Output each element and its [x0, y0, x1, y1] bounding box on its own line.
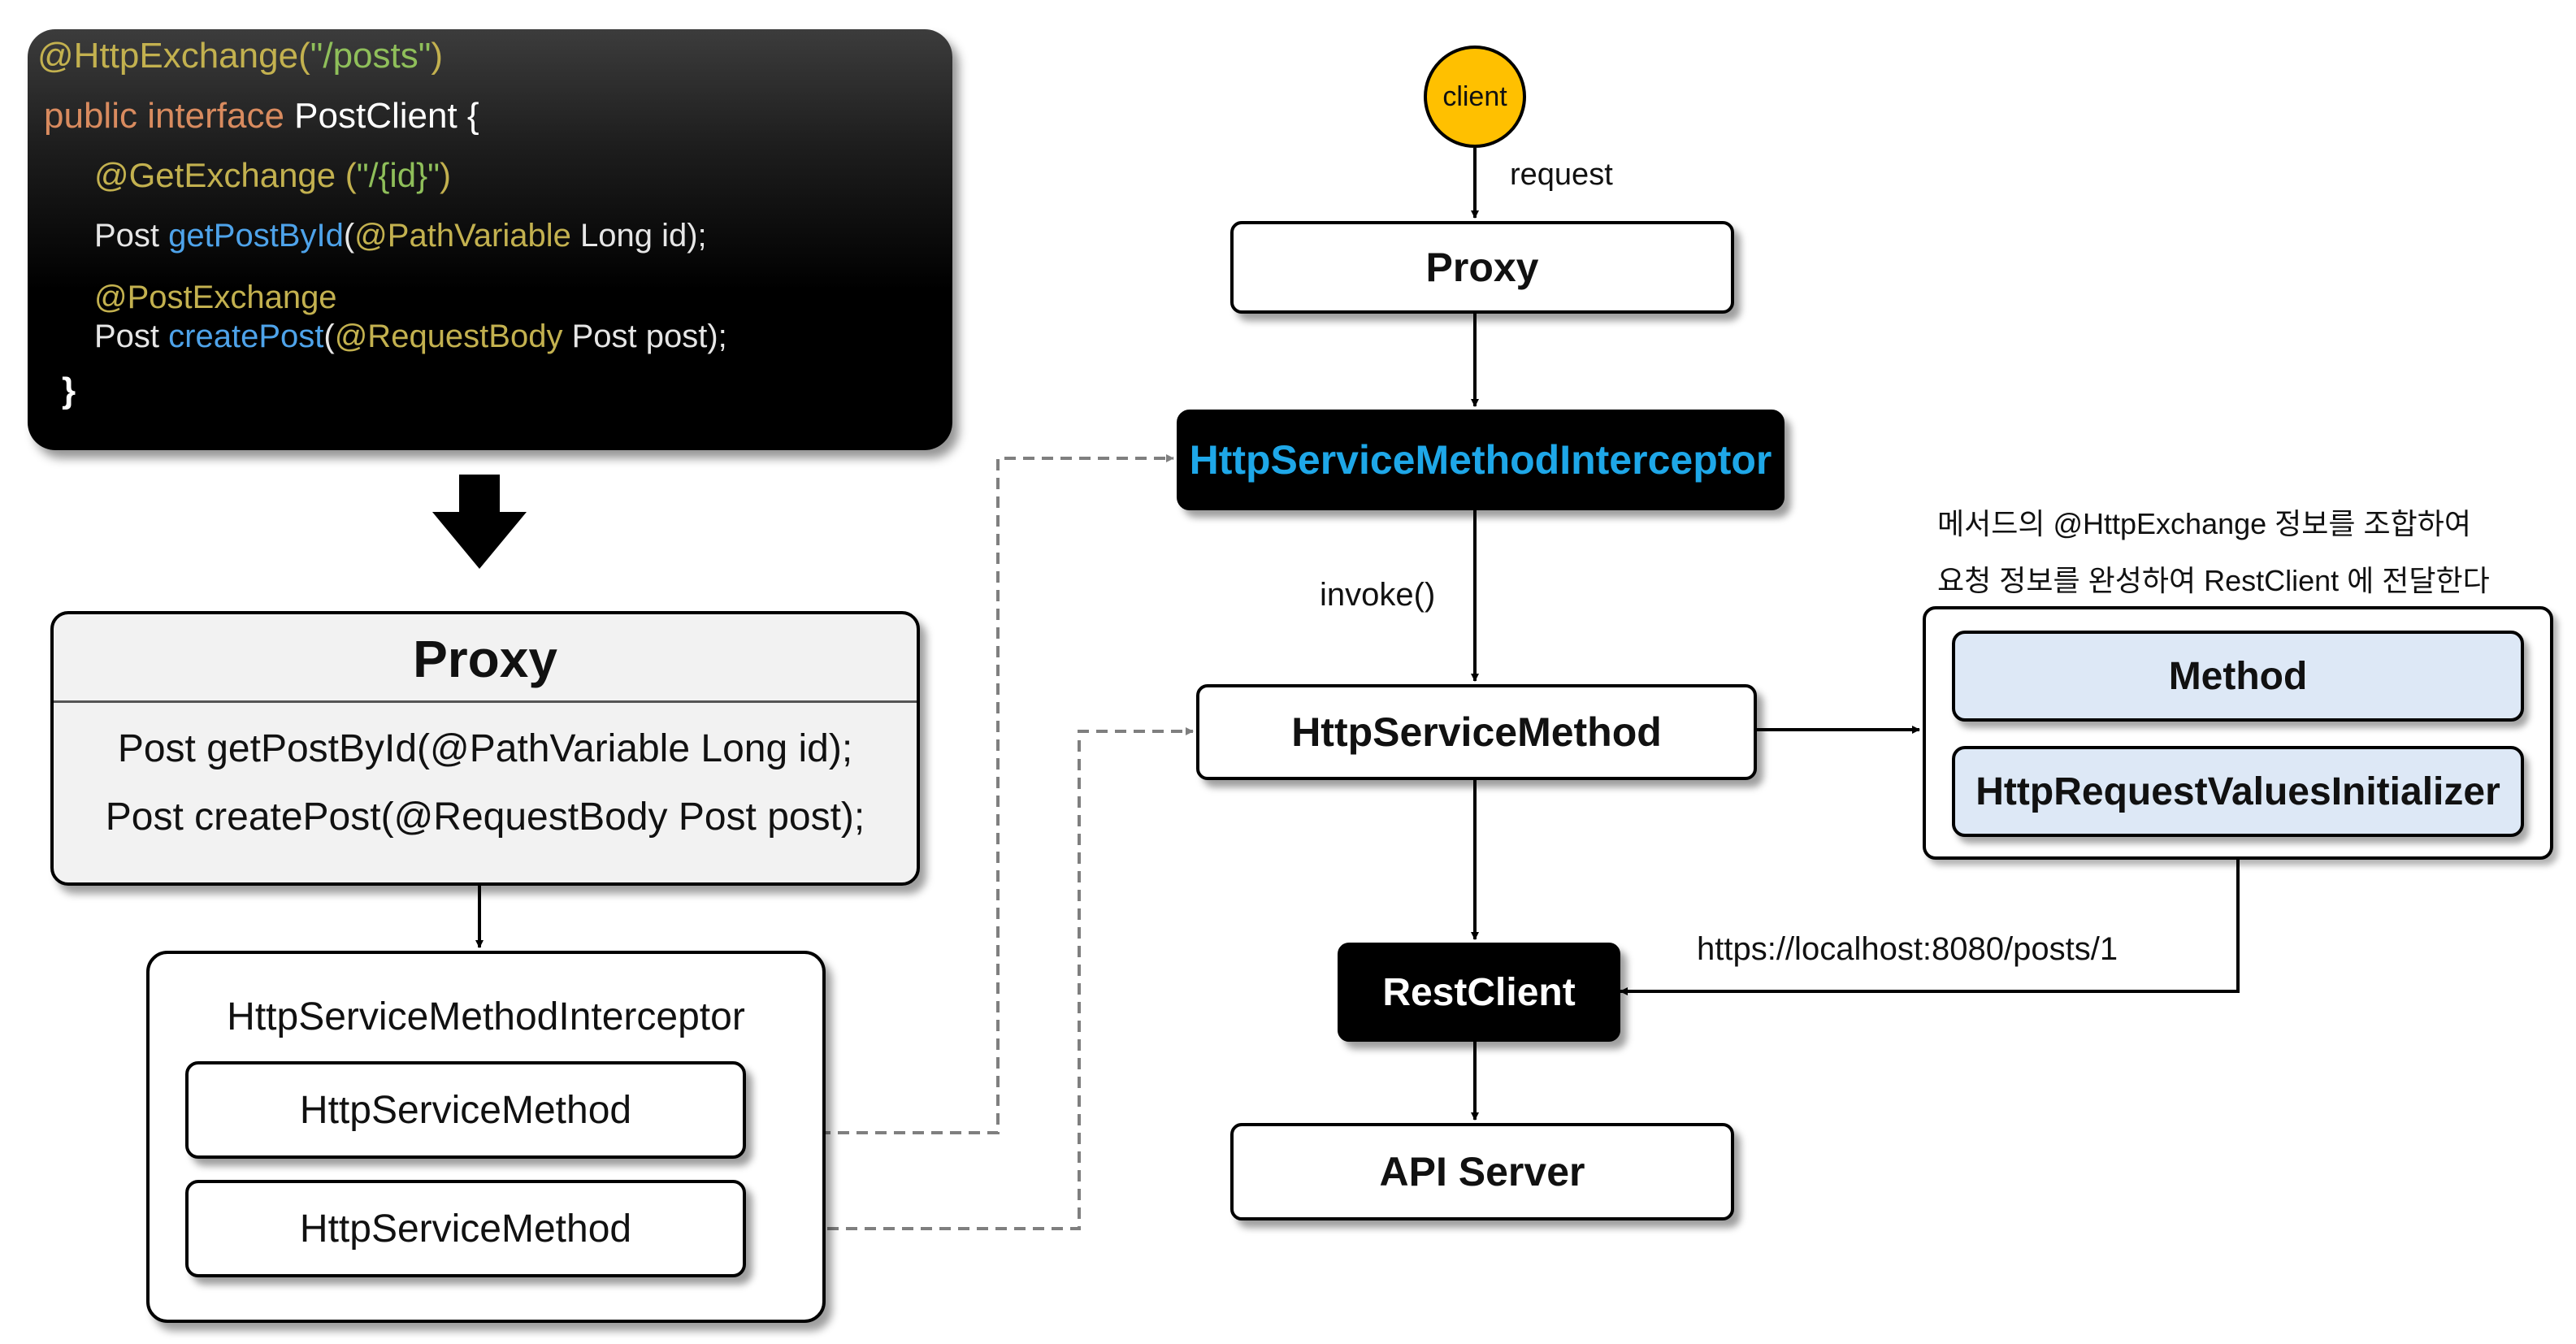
down-arrow-icon: [432, 475, 527, 569]
invoke-label: invoke(): [1320, 577, 1436, 613]
code-string: "/posts": [310, 36, 432, 76]
code-interface-name: PostClient {: [294, 96, 479, 136]
code-string: "/{id}": [356, 156, 440, 194]
code-keyword: public interface: [44, 96, 295, 136]
code-panel: @HttpExchange("/posts") public interface…: [28, 29, 952, 450]
code-line-7: }: [62, 371, 76, 410]
http-service-method-node: HttpServiceMethod: [1196, 684, 1757, 780]
proxy-title: Proxy: [413, 630, 557, 688]
code-annotation: @GetExchange (: [94, 156, 357, 194]
code-line-4: Post getPostById(@PathVariable Long id);: [94, 218, 707, 254]
interceptor-title: HttpServiceMethodInterceptor: [227, 995, 745, 1038]
http-request-values-initializer-box: HttpRequestValuesInitializer: [1952, 746, 2524, 837]
http-service-method-2: HttpServiceMethod: [185, 1180, 746, 1277]
proxy-method-2: Post createPost(@RequestBody Post post);: [105, 796, 865, 839]
api-server-node: API Server: [1230, 1123, 1734, 1220]
code-params: Long id);: [570, 218, 707, 254]
dashed-link-interceptor: [819, 454, 1174, 1134]
arrow-group-to-restclient: [1620, 860, 2240, 995]
code-punct: (: [323, 319, 335, 354]
code-method-name: getPostById: [168, 218, 344, 254]
code-type: Post: [94, 218, 169, 254]
code-annotation: @PathVariable: [354, 218, 571, 254]
code-annotation: @HttpExchange(: [37, 36, 310, 76]
request-label: request: [1510, 158, 1613, 192]
code-params: Post post);: [562, 319, 727, 354]
code-method-name: createPost: [168, 319, 324, 354]
group-note-line-1: 메서드의 @HttpExchange 정보를 조합하여: [1937, 507, 2472, 540]
code-line-3: @GetExchange ("/{id}"): [94, 156, 451, 195]
code-punct: ): [431, 36, 444, 76]
method-group: Method HttpRequestValuesInitializer: [1923, 606, 2553, 860]
code-line-6: Post createPost(@RequestBody Post post);: [94, 319, 727, 355]
url-label: https://localhost:8080/posts/1: [1697, 931, 2118, 967]
code-punct: (: [343, 218, 355, 254]
rest-client-node: RestClient: [1338, 943, 1620, 1042]
code-annotation: @RequestBody: [334, 319, 563, 354]
client-node: client: [1424, 46, 1526, 148]
proxy-box-left: Proxy Post getPostById(@PathVariable Lon…: [50, 611, 920, 886]
code-type: Post: [94, 319, 169, 354]
http-service-method-1: HttpServiceMethod: [185, 1061, 746, 1159]
method-box: Method: [1952, 631, 2524, 722]
interceptor-container-left: HttpServiceMethodInterceptor HttpService…: [146, 951, 826, 1323]
group-note-line-2: 요청 정보를 완성하여 RestClient 에 전달한다: [1937, 564, 2490, 597]
interceptor-node: HttpServiceMethodInterceptor: [1177, 410, 1785, 510]
code-line-1: @HttpExchange("/posts"): [37, 36, 443, 76]
code-punct: ): [440, 156, 452, 194]
code-line-5: @PostExchange: [94, 280, 337, 316]
proxy-node: Proxy: [1230, 221, 1734, 314]
dashed-link-method: [752, 727, 1194, 1230]
proxy-divider: [54, 700, 917, 703]
code-annotation: @PostExchange: [94, 280, 337, 315]
proxy-method-1: Post getPostById(@PathVariable Long id);: [117, 727, 853, 770]
code-line-2: public interface PostClient {: [44, 96, 479, 137]
